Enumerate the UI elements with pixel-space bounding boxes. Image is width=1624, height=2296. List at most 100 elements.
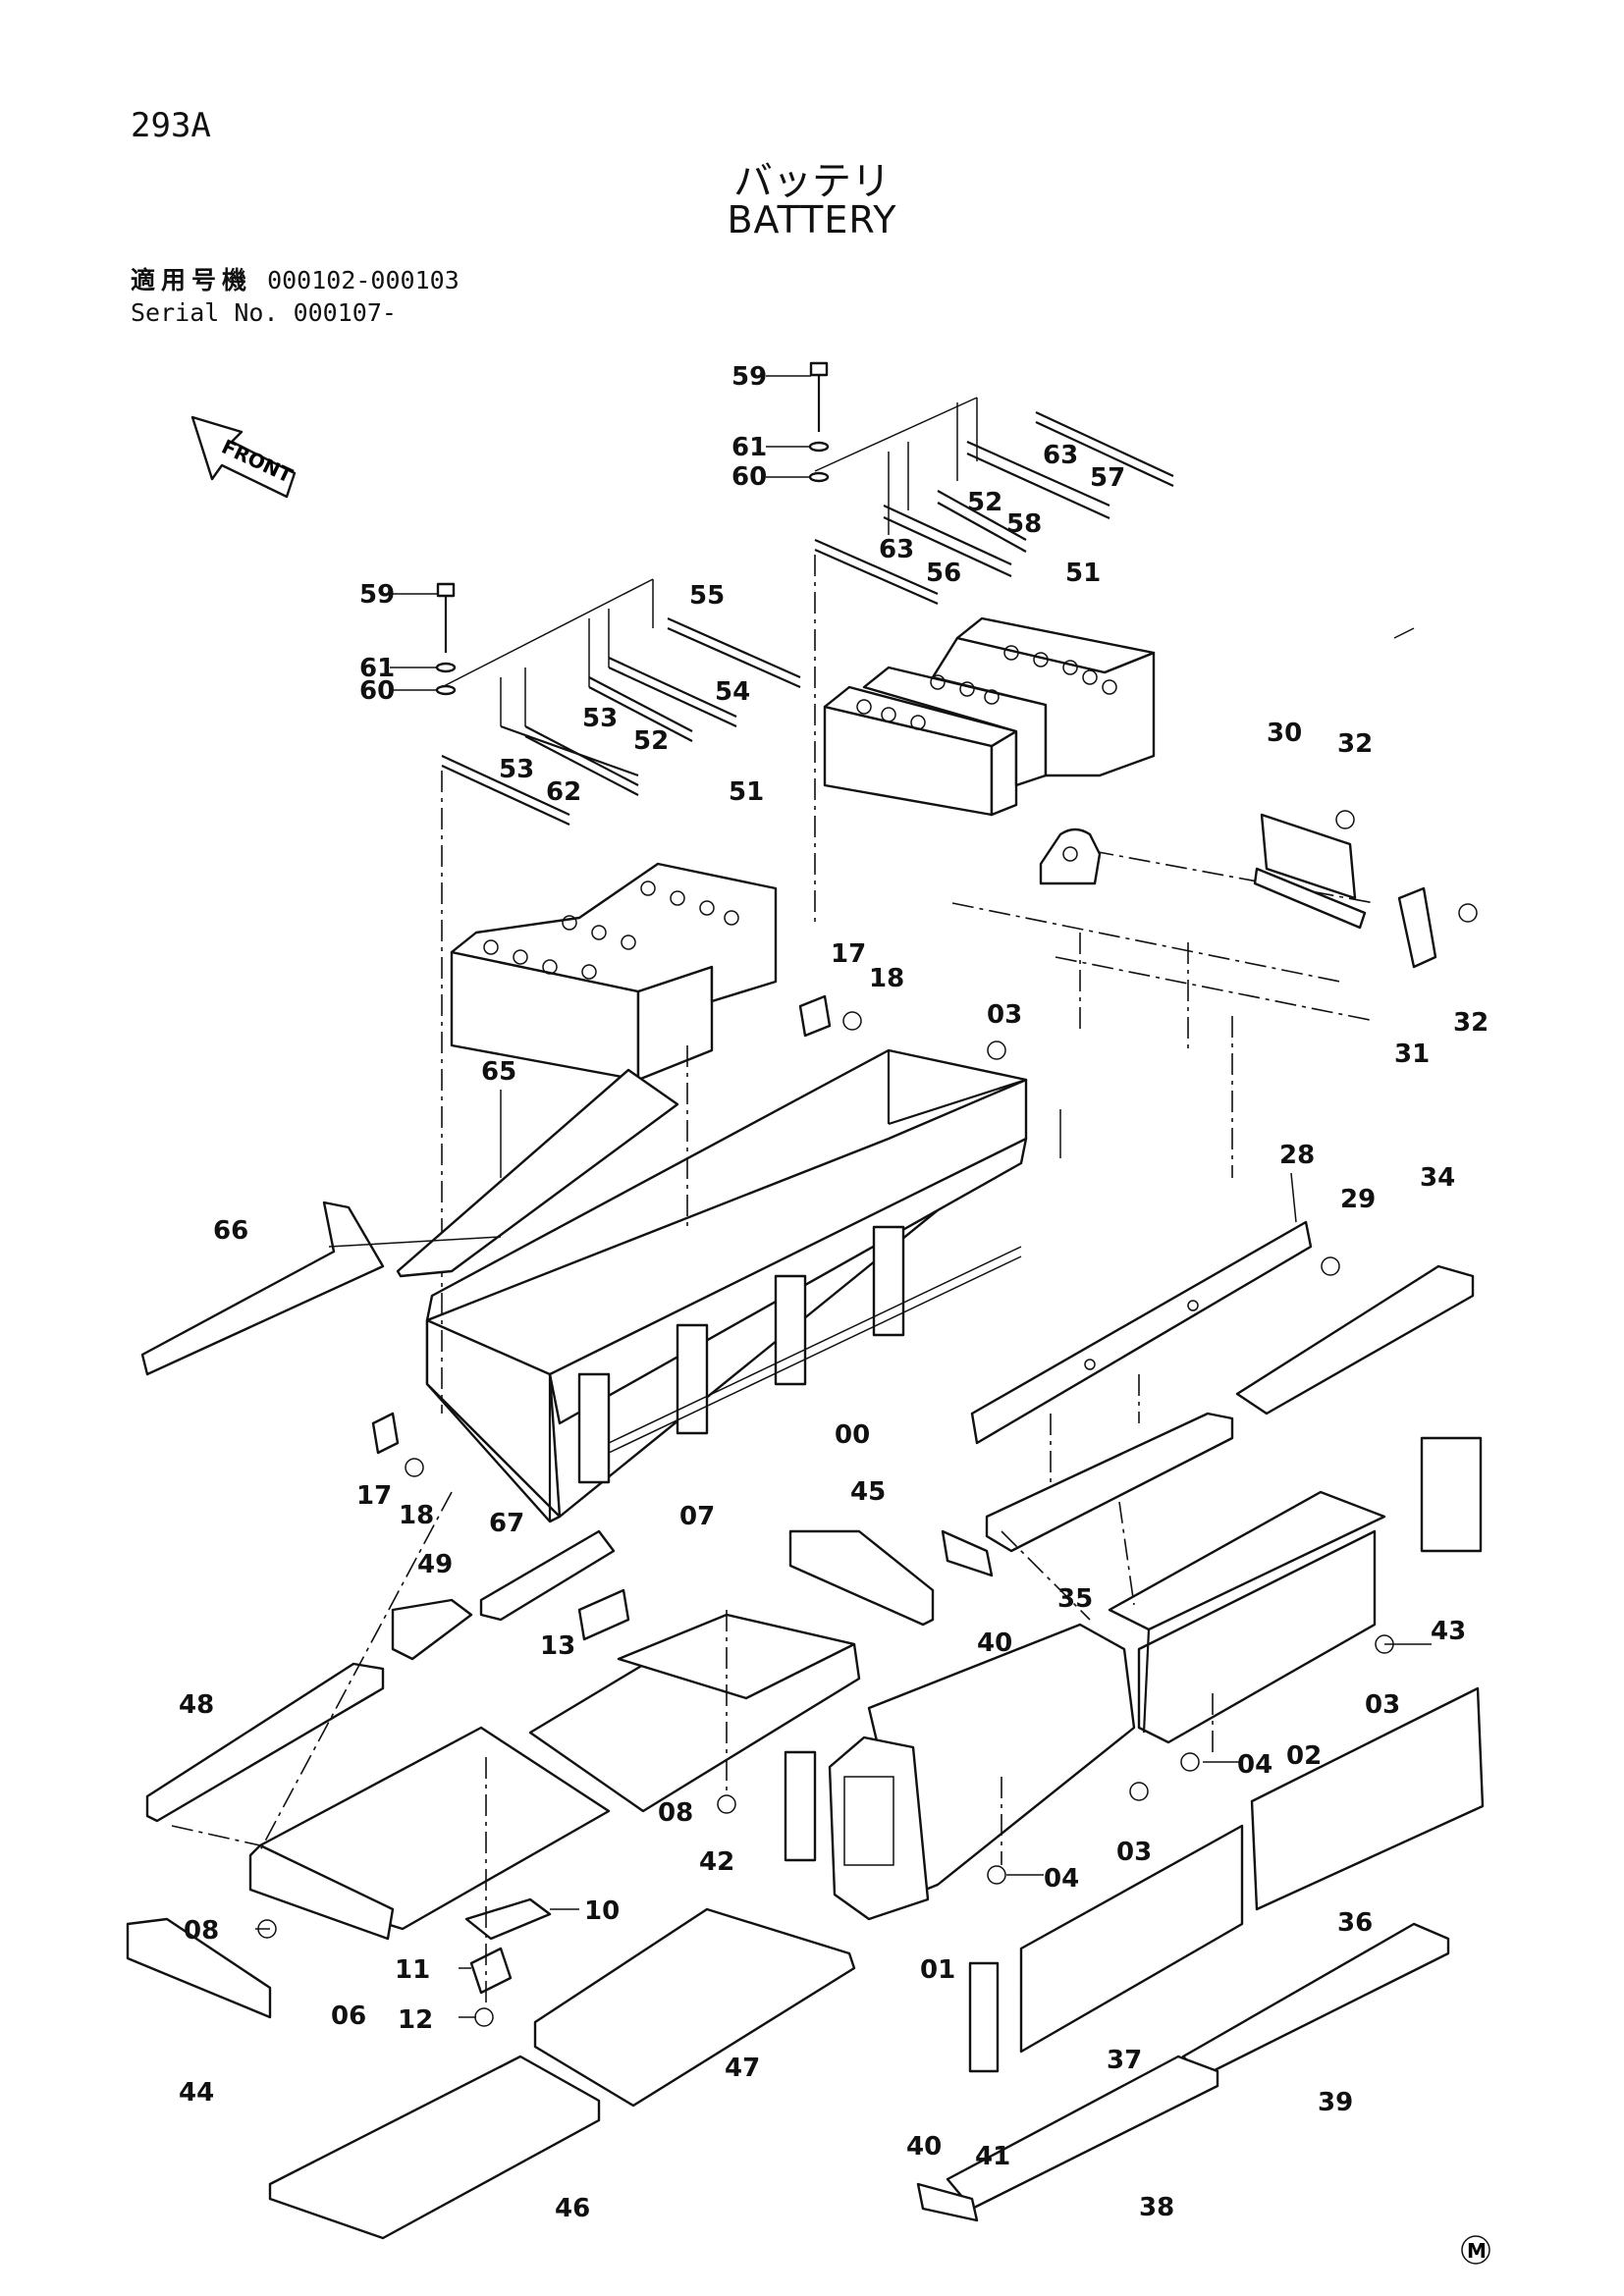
serial-line-english: Serial No. 000107- <box>131 298 397 327</box>
battery-group-lower <box>450 862 778 1082</box>
part-label-13: 13 <box>540 1631 575 1661</box>
part-label-03: 03 <box>1116 1838 1152 1867</box>
box-01 <box>828 1623 1136 1921</box>
part-label-63: 63 <box>879 535 914 564</box>
block-49 <box>391 1598 473 1661</box>
bar-48 <box>145 1662 385 1823</box>
plate-39 <box>1181 1922 1450 2078</box>
pad-31 <box>1397 886 1437 969</box>
assembly-guides <box>171 1374 1214 2002</box>
part-label-18: 18 <box>399 1501 434 1530</box>
part-label-60: 60 <box>359 676 395 706</box>
part-label-67: 67 <box>489 1509 524 1538</box>
serial-label-en: Serial No. <box>131 298 279 327</box>
part-label-34: 34 <box>1420 1163 1455 1193</box>
part-label-48: 48 <box>179 1690 214 1720</box>
part-label-56: 56 <box>926 559 961 588</box>
part-label-55: 55 <box>689 581 725 611</box>
bolt-59-lower <box>435 582 457 696</box>
bar-28 <box>970 1220 1313 1445</box>
part-label-35: 35 <box>1057 1584 1093 1614</box>
part-label-08: 08 <box>658 1798 693 1828</box>
part-label-61: 61 <box>359 654 395 683</box>
part-label-61: 61 <box>731 433 767 462</box>
plate-47 <box>533 1907 856 2108</box>
part-label-63: 63 <box>1043 441 1078 470</box>
part-label-04: 04 <box>1237 1750 1272 1780</box>
part-label-40: 40 <box>906 2132 942 2162</box>
part-label-03: 03 <box>987 1000 1022 1030</box>
block-41 <box>968 1961 1000 2073</box>
serial-range-jp: 000102-000103 <box>267 266 460 294</box>
part-label-47: 47 <box>725 2054 760 2083</box>
part-label-62: 62 <box>546 777 581 807</box>
revision-mark-icon: M <box>1461 2235 1490 2265</box>
clamp-rods-lower <box>441 578 801 826</box>
plate-36 <box>1250 1686 1485 1911</box>
part-label-04: 04 <box>1044 1864 1079 1894</box>
part-label-39: 39 <box>1318 2088 1353 2117</box>
part-label-40: 40 <box>977 1629 1012 1658</box>
part-label-01: 01 <box>920 1955 955 1985</box>
frame-outline-dashed <box>441 555 1376 1414</box>
bracket-30 <box>1253 813 1367 930</box>
part-label-45: 45 <box>850 1477 886 1507</box>
clamp-rods-upper <box>814 397 1174 606</box>
plate-38 <box>946 2055 1219 2211</box>
block-67 <box>479 1529 616 1622</box>
part-label-32: 32 <box>1337 729 1373 759</box>
part-label-17: 17 <box>356 1481 392 1511</box>
part-label-59: 59 <box>359 580 395 610</box>
battery-group-upper <box>823 616 1156 817</box>
cover-66 <box>140 1201 385 1376</box>
block-42 <box>784 1750 817 1862</box>
part-label-43: 43 <box>1431 1617 1466 1646</box>
part-label-41: 41 <box>975 2142 1010 2171</box>
part-label-53: 53 <box>582 704 618 733</box>
bolt-59-upper <box>808 361 830 483</box>
part-label-12: 12 <box>398 2005 433 2035</box>
serial-label-jp: 適用号機 <box>131 266 253 294</box>
part-label-18: 18 <box>869 964 904 993</box>
part-label-06: 06 <box>331 2002 366 2031</box>
frame-lug <box>1039 828 1102 885</box>
part-label-51: 51 <box>729 777 764 807</box>
part-label-52: 52 <box>967 488 1002 517</box>
part-label-30: 30 <box>1267 719 1302 748</box>
part-number-labels: 59 61 60 63 57 52 58 63 56 51 59 61 60 5… <box>179 362 1489 2223</box>
plate-46 <box>268 2055 601 2240</box>
title-english: BATTERY <box>727 198 897 241</box>
part-label-46: 46 <box>555 2194 590 2223</box>
part-label-49: 49 <box>417 1550 453 1579</box>
part-label-42: 42 <box>699 1847 734 1877</box>
front-arrow-icon: FRONT <box>190 415 297 499</box>
box-02 <box>1108 1490 1386 1744</box>
part-label-36: 36 <box>1337 1908 1373 1938</box>
leader-lines <box>255 375 1432 2018</box>
page-number: 293A <box>131 106 211 145</box>
bracket-17-lower <box>371 1412 400 1455</box>
block-43 <box>1420 1436 1483 1553</box>
tray-07 <box>528 1613 861 1813</box>
plate-34 <box>1235 1264 1475 1415</box>
part-label-38: 38 <box>1139 2193 1174 2222</box>
part-label-11: 11 <box>395 1955 430 1985</box>
part-label-02: 02 <box>1286 1741 1322 1771</box>
part-label-52: 52 <box>633 726 669 756</box>
part-label-51: 51 <box>1065 559 1101 588</box>
part-label-65: 65 <box>481 1057 516 1087</box>
part-label-58: 58 <box>1006 509 1042 539</box>
serial-line-japanese: 適用号機 000102-000103 <box>131 261 460 296</box>
part-label-29: 29 <box>1340 1185 1376 1214</box>
plate-10 <box>464 1897 552 1941</box>
part-label-66: 66 <box>213 1216 248 1246</box>
part-label-54: 54 <box>715 677 750 707</box>
part-label-44: 44 <box>179 2078 214 2108</box>
battery-box-frame <box>425 1048 1028 1523</box>
plate-11 <box>469 1947 513 1995</box>
block-44 <box>126 1917 272 2019</box>
plate-37 <box>1019 1824 1244 2054</box>
tray-06 <box>248 1726 611 1941</box>
block-45 <box>788 1529 935 1627</box>
